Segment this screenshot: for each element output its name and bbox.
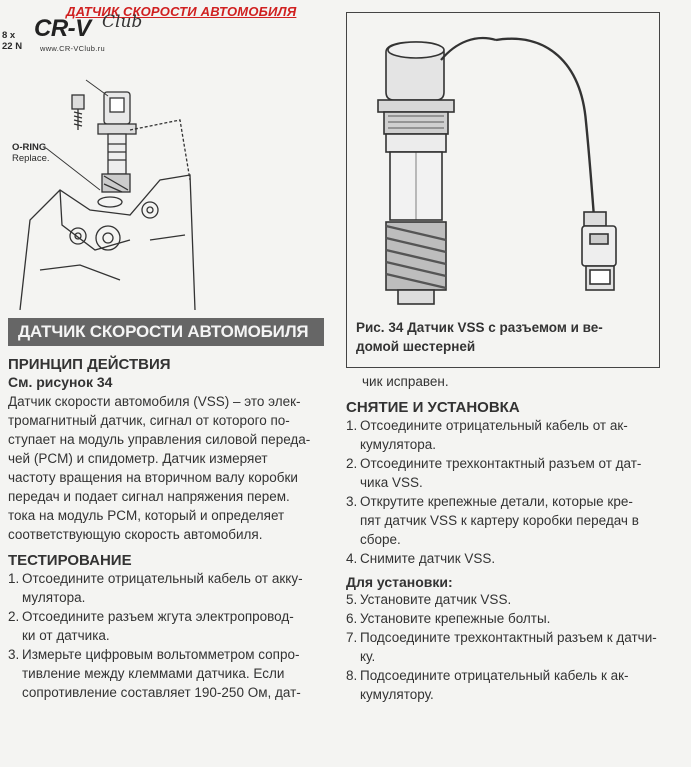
principle-section: ПРИНЦИП ДЕЙСТВИЯ См. рисунок 34 Датчик с… bbox=[8, 356, 326, 702]
oring-title: O-RING bbox=[12, 142, 47, 153]
testing-steps: 1. Отсоедините отрицательный кабель от а… bbox=[8, 569, 326, 702]
bolt-icon bbox=[71, 94, 85, 130]
sensor-head-icon bbox=[377, 36, 497, 221]
logo-script: Club bbox=[102, 12, 143, 32]
sensor-installation-diagram bbox=[19, 79, 196, 310]
principle-line: соответствующую скорость автомобиля. bbox=[8, 527, 263, 542]
oring-icon bbox=[97, 196, 123, 208]
list-item: 5. Установите датчик VSS. bbox=[346, 592, 512, 607]
three-pin-connector-icon bbox=[581, 211, 617, 291]
header-title: ДАТЧИК СКОРОСТИ АВТОМОБИЛЯ bbox=[66, 4, 297, 19]
testing-heading: ТЕСТИРОВАНИЕ bbox=[8, 552, 132, 569]
principle-line: тромагнитный датчик, сигнал от которого … bbox=[8, 413, 290, 428]
figure-caption-line-2: домой шестерней bbox=[356, 339, 476, 354]
list-item: 2. Отсоедините трехконтактный разъем от … bbox=[346, 456, 642, 490]
principle-line: Датчик скорости автомобиля (VSS) – это э… bbox=[8, 394, 301, 409]
logo-text: CR-V bbox=[34, 15, 91, 42]
torque-spec: 8 x 22 N bbox=[2, 30, 22, 52]
transmission-housing-icon bbox=[19, 119, 196, 310]
principle-line: передач и подает сигнал напряжения перем… bbox=[8, 489, 290, 504]
principle-line: ступает на модуль управления силовой пер… bbox=[8, 432, 311, 447]
oring-note: Replace. bbox=[12, 153, 50, 164]
vss-sensor-icon bbox=[97, 91, 137, 193]
continued-text: чик исправен. bbox=[362, 374, 449, 389]
list-item: 8. Подсоедините отрицательный кабель к а… bbox=[346, 668, 629, 702]
figure-reference: См. рисунок 34 bbox=[8, 374, 113, 390]
principle-heading: ПРИНЦИП ДЕЙСТВИЯ bbox=[8, 356, 171, 373]
figure-caption-line-1: Рис. 34 Датчик VSS с разъемом и ве- bbox=[356, 320, 603, 335]
figure-caption: Рис. 34 Датчик VSS с разъемом и ве- домо… bbox=[356, 318, 656, 356]
principle-paragraph: Датчик скорости автомобиля (VSS) – это э… bbox=[8, 392, 326, 544]
list-item: 4. Снимите датчик VSS. bbox=[346, 551, 496, 566]
removal-steps: 1. Отсоедините отрицательный кабель от а… bbox=[346, 416, 664, 568]
section-title-bar: ДАТЧИК СКОРОСТИ АВТОМОБИЛЯ bbox=[8, 318, 324, 346]
install-heading: Для установки: bbox=[346, 574, 453, 590]
oring-label: O-RING Replace. bbox=[12, 142, 50, 164]
removal-heading: СНЯТИЕ И УСТАНОВКА bbox=[346, 399, 520, 416]
principle-line: частоту вращения на вторичном валу короб… bbox=[8, 470, 298, 485]
logo-url: www.CR-VClub.ru bbox=[40, 44, 105, 53]
torque-line-1: 8 x bbox=[2, 30, 16, 41]
removal-section: чик исправен. СНЯТИЕ И УСТАНОВКА 1. Отсо… bbox=[346, 372, 664, 704]
torque-line-2: 22 N bbox=[2, 41, 23, 52]
list-item: 7. Подсоедините трехконтактный разъем к … bbox=[346, 630, 657, 664]
list-item: 2. Отсоедините разъем жгута электропрово… bbox=[8, 609, 294, 643]
list-item: 1. Отсоедините отрицательный кабель от а… bbox=[346, 418, 628, 452]
list-item: 6. Установите крепежные болты. bbox=[346, 611, 551, 626]
principle-line: тока на модуль PCM, который и определяет bbox=[8, 508, 285, 523]
principle-line: чей (PCM) и спидометр. Датчик измеряет bbox=[8, 451, 268, 466]
figure-34-frame bbox=[346, 12, 660, 368]
list-item: 3. Открутите крепежные детали, которые к… bbox=[346, 494, 639, 547]
driven-gear-icon bbox=[385, 221, 447, 305]
install-steps: 5. Установите датчик VSS. 6. Установите … bbox=[346, 590, 664, 704]
sensor-cable-icon bbox=[495, 37, 596, 218]
list-item: 3. Измерьте цифровым вольтомметром сопро… bbox=[8, 647, 301, 700]
list-item: 1. Отсоедините отрицательный кабель от а… bbox=[8, 571, 303, 605]
vss-sensor-with-connector-diagram bbox=[377, 36, 617, 305]
